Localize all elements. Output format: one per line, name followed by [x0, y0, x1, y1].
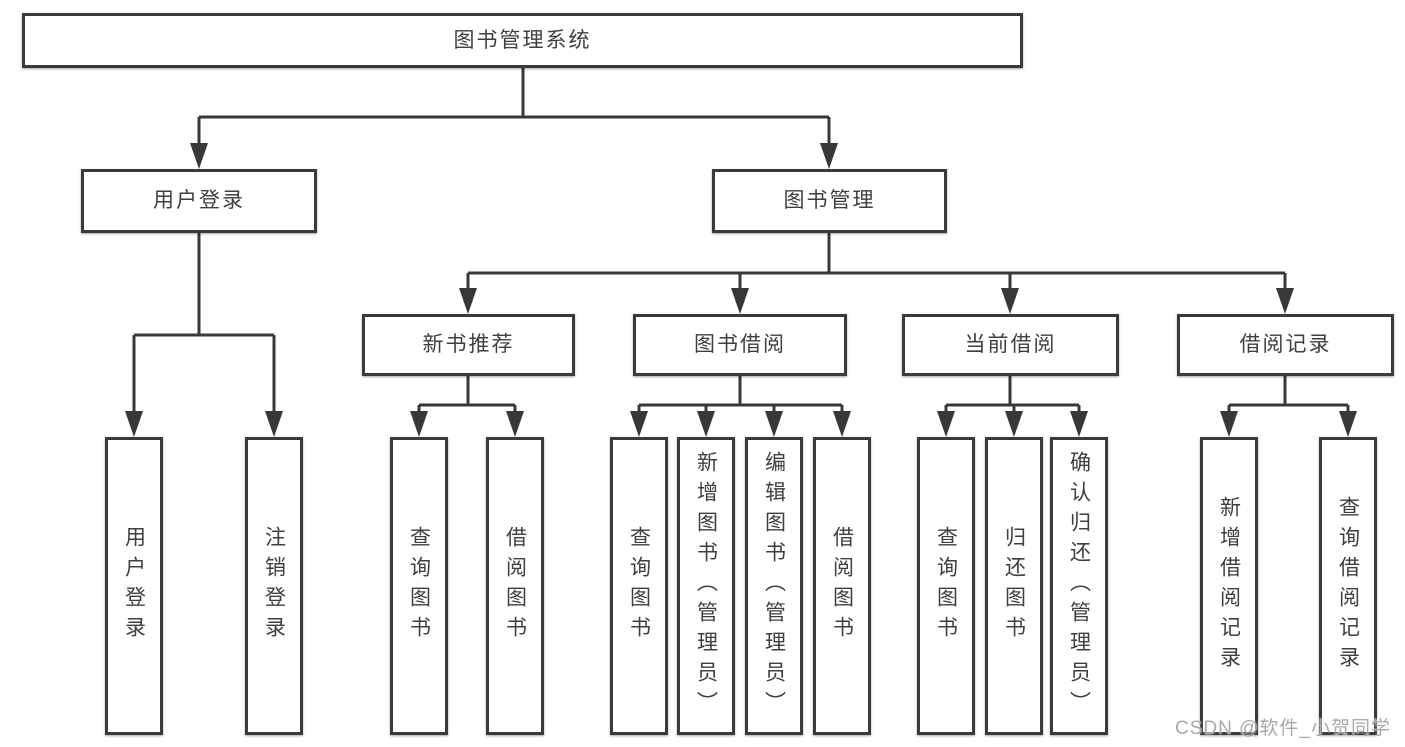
connector-current-borrow-to-leaves — [937, 376, 1088, 437]
connector-user-login-to-leaves — [125, 233, 283, 437]
arrowhead-login-leaf — [125, 411, 143, 437]
leaf-bb-edit-books-admin: 编辑图书（管理员） — [745, 437, 803, 735]
leaf-logout: 注销登录 — [245, 437, 303, 735]
arrowhead-borrow-record — [1276, 288, 1294, 314]
node-book-borrow-label: 图书借阅 — [694, 333, 786, 357]
connector-new-book-recommend-to-leaves — [410, 376, 524, 437]
leaf-bb-edit-books-admin-label: 编辑图书（管理员） — [762, 451, 786, 721]
connector-root-to-level2 — [190, 68, 838, 169]
node-current-borrow-label: 当前借阅 — [964, 333, 1057, 357]
leaf-nbr-query-books-label: 查询图书 — [407, 526, 431, 646]
leaf-cb-return-books-label: 归还图书 — [1002, 526, 1026, 646]
leaf-bb-add-books-admin-label: 新增图书（管理员） — [694, 451, 718, 721]
node-new-book-recommend: 新书推荐 — [362, 314, 575, 376]
leaf-br-add-record: 新增借阅记录 — [1200, 437, 1258, 735]
leaf-bb-query-books: 查询图书 — [610, 437, 668, 735]
node-new-book-recommend-label: 新书推荐 — [422, 333, 515, 357]
leaf-bb-borrow-books: 借阅图书 — [813, 437, 871, 735]
node-current-borrow: 当前借阅 — [902, 314, 1119, 376]
leaf-bb-borrow-books-label: 借阅图书 — [830, 526, 854, 646]
leaf-bb-query-books-label: 查询图书 — [627, 526, 651, 646]
node-user-login-label: 用户登录 — [153, 189, 245, 213]
node-book-borrow: 图书借阅 — [633, 314, 847, 376]
node-borrow-record-label: 借阅记录 — [1239, 333, 1332, 357]
leaf-nbr-borrow-books: 借阅图书 — [486, 437, 544, 735]
leaf-br-query-record-label: 查询借阅记录 — [1336, 496, 1360, 676]
leaf-cb-query-books-label: 查询图书 — [934, 526, 958, 646]
leaf-user-login-label: 用户登录 — [122, 526, 146, 646]
node-root-label: 图书管理系统 — [453, 28, 592, 52]
leaf-br-query-record: 查询借阅记录 — [1319, 437, 1377, 735]
arrowhead-user-login — [190, 143, 208, 169]
arrowhead-book-management — [820, 143, 838, 169]
connector-borrow-record-to-leaves — [1220, 376, 1357, 437]
leaf-logout-label: 注销登录 — [262, 526, 286, 646]
leaf-user-login: 用户登录 — [105, 437, 163, 735]
connector-book-borrow-to-leaves — [630, 376, 851, 437]
csdn-watermark: CSDN @软件_小贺同学 — [1175, 718, 1391, 739]
connector-book-management-to-level3 — [459, 233, 1294, 314]
leaf-br-add-record-label: 新增借阅记录 — [1217, 496, 1241, 676]
node-user-login: 用户登录 — [81, 169, 317, 233]
node-book-management-label: 图书管理 — [783, 189, 876, 213]
leaf-cb-confirm-return-admin: 确认归还（管理员） — [1050, 437, 1108, 735]
leaf-cb-query-books: 查询图书 — [917, 437, 975, 735]
arrowhead-new-book-recommend — [459, 288, 477, 314]
node-book-management: 图书管理 — [712, 169, 947, 233]
leaf-cb-confirm-return-admin-label: 确认归还（管理员） — [1067, 451, 1091, 721]
node-root: 图书管理系统 — [22, 13, 1023, 68]
node-borrow-record: 借阅记录 — [1177, 314, 1394, 376]
leaf-cb-return-books: 归还图书 — [985, 437, 1043, 735]
leaf-bb-add-books-admin: 新增图书（管理员） — [677, 437, 735, 735]
arrowhead-logout-leaf — [265, 411, 283, 437]
leaf-nbr-borrow-books-label: 借阅图书 — [503, 526, 527, 646]
arrowhead-book-borrow — [731, 288, 749, 314]
arrowhead-current-borrow — [1001, 288, 1019, 314]
leaf-nbr-query-books: 查询图书 — [390, 437, 448, 735]
